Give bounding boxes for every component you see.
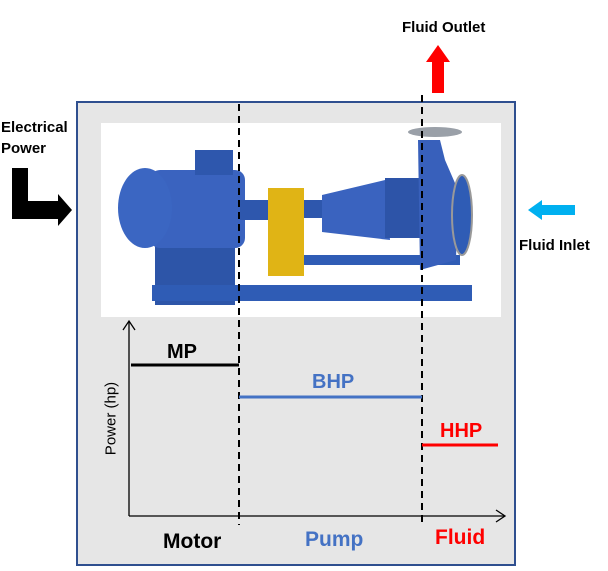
motor-section-label: Motor: [163, 530, 222, 553]
mp-label: MP: [167, 341, 197, 363]
fluid-outlet-label: Fluid Outlet: [402, 19, 486, 36]
electrical-label: Electrical: [1, 119, 68, 136]
bhp-label: BHP: [312, 371, 355, 393]
pump-illustration: [118, 127, 473, 305]
pump-section-label: Pump: [305, 528, 364, 551]
x-axis-arrow-icon: [495, 509, 507, 523]
hhp-label: HHP: [440, 420, 483, 442]
y-axis-arrow-icon: [122, 319, 136, 331]
fluid-inlet-arrow-icon: [528, 200, 575, 220]
y-axis-label: Power (hp): [102, 381, 120, 456]
power-label: Power: [1, 140, 47, 157]
fluid-inlet-label: Fluid Inlet: [519, 237, 590, 254]
fluid-outlet-arrow-icon: [426, 45, 450, 93]
fluid-section-label: Fluid: [435, 526, 486, 549]
electrical-power-arrow-icon: [12, 168, 72, 226]
